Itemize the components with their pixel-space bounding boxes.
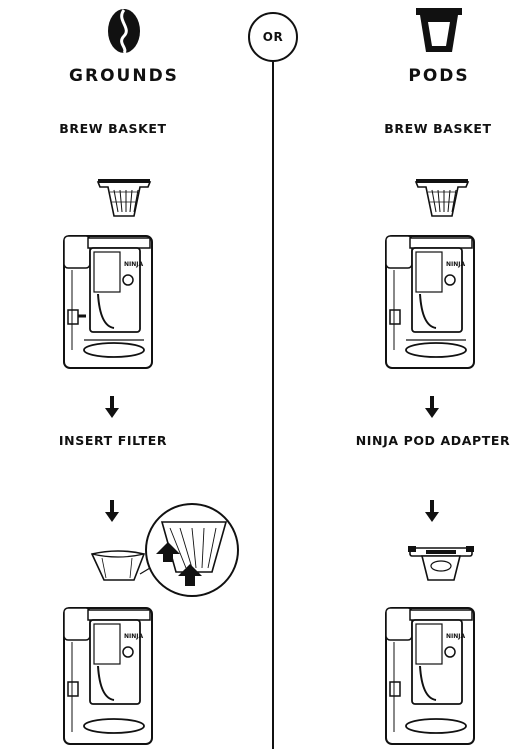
brand-mark: NINJA [446,633,466,640]
paper-filter-illustration [90,550,146,581]
ninja-pod-adapter-label: NINJA POD ADAPTER [355,433,511,448]
coffee-bean-icon [108,9,140,54]
insert-filter-label: INSERT FILTER [58,433,168,448]
pod-adapter-illustration [408,546,474,581]
brew-basket-illustration [96,179,152,217]
down-arrow-icon [425,500,439,522]
down-arrow-icon [425,396,439,418]
or-label: OR [262,30,284,44]
grounds-heading: GROUNDS [69,66,179,86]
coffee-maker-illustration: NINJA [63,235,153,369]
down-arrow-icon [105,500,119,522]
down-arrow-icon [105,396,119,418]
coffee-maker-illustration: NINJA [385,607,475,745]
brand-mark: NINJA [124,261,144,268]
right-brew-basket-label: BREW BASKET [384,121,492,136]
coffee-maker-illustration: NINJA [385,235,475,369]
brand-mark: NINJA [124,633,144,640]
left-brew-basket-label: BREW BASKET [59,121,167,136]
pod-cup-icon [416,8,462,52]
brew-basket-illustration [414,179,470,217]
coffee-maker-illustration: NINJA [63,607,153,745]
or-badge: OR [248,12,298,62]
brand-mark: NINJA [446,261,466,268]
center-divider [272,62,274,749]
filter-detail-inset [139,503,239,597]
pods-heading: PODS [408,66,470,86]
